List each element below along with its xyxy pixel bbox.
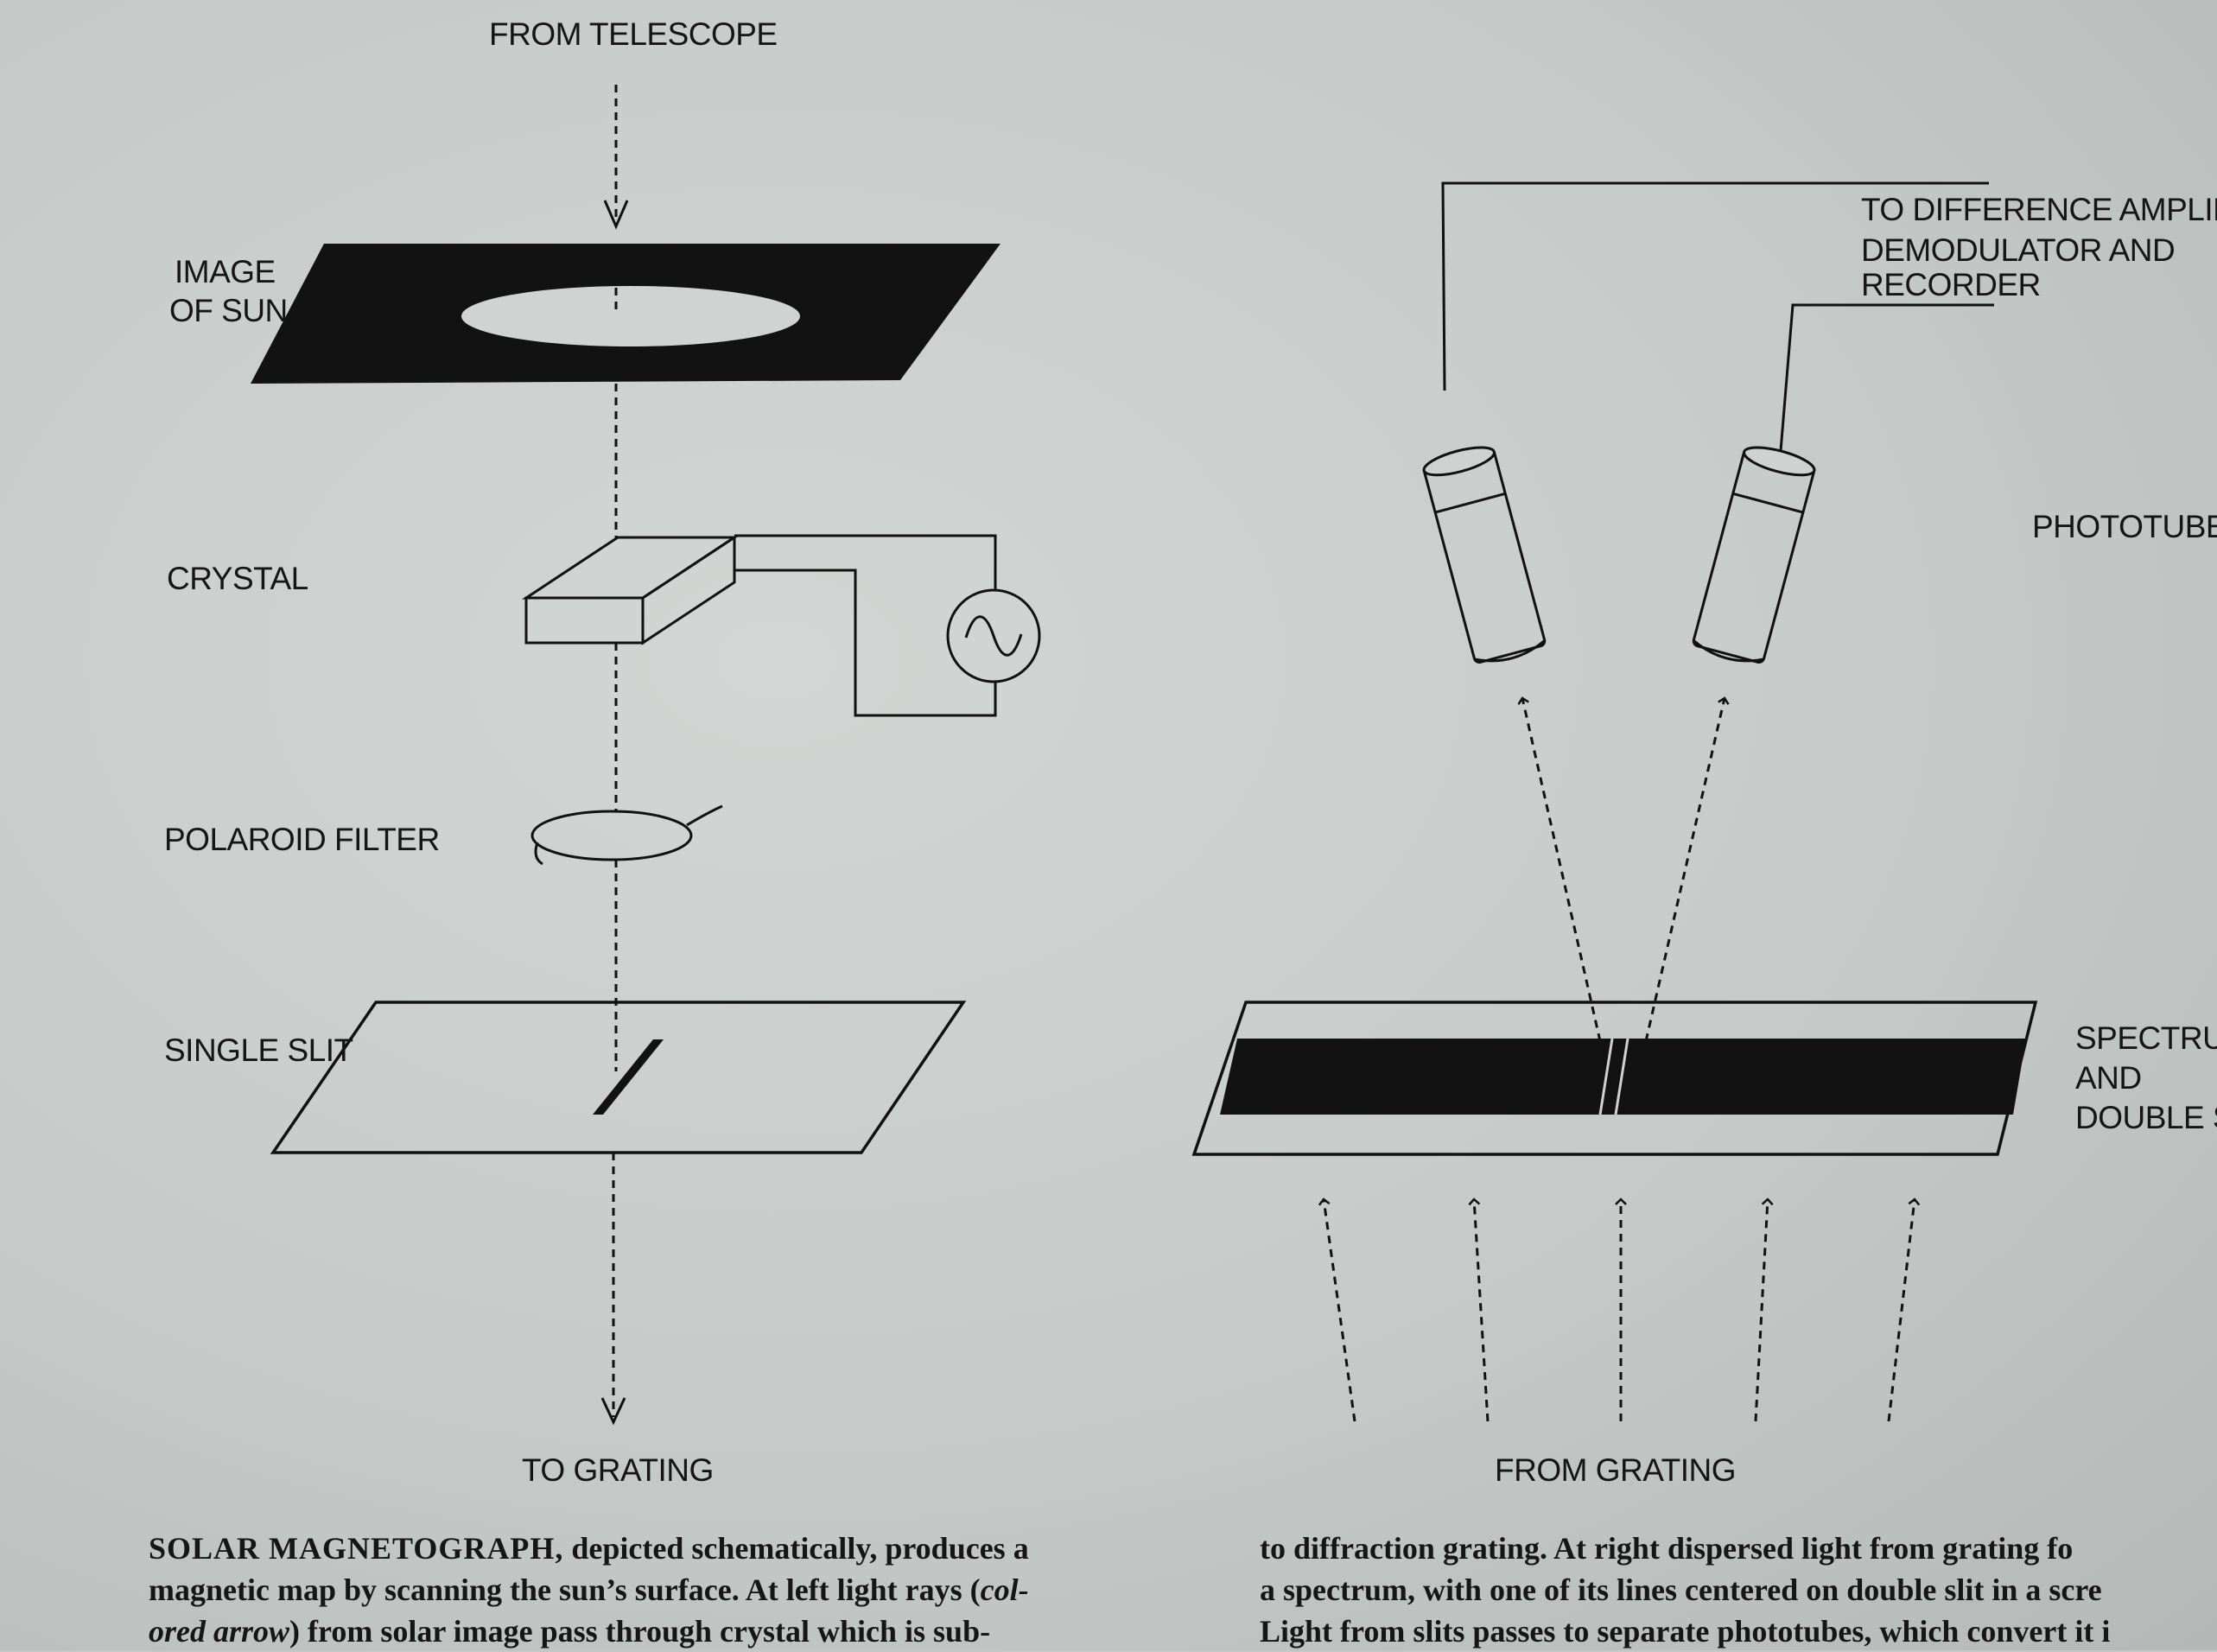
spectrum-plate: [1191, 1001, 2038, 1156]
label-image-of-sun-2: OF SUN: [169, 293, 288, 328]
label-from-telescope: FROM TELESCOPE: [489, 16, 778, 52]
label-phototubes: PHOTOTUBE: [2032, 509, 2217, 544]
label-to-difference-amplifier: TO DIFFERENCE AMPLIFIE: [1861, 192, 2217, 227]
sun-image-disk: [461, 286, 800, 346]
single-slit-opening: [593, 1039, 664, 1115]
arrow-head-down-bottom: [600, 1397, 626, 1426]
label-recorder: RECORDER: [1861, 267, 2041, 302]
phototube-left: [1422, 446, 1547, 664]
phototube-wires: [1441, 181, 1994, 462]
magnetograph-diagram: FROM TELESCOPE IMAGE OF SUN CRYSTAL POLA…: [164, 16, 2217, 1488]
phototube-right: [1692, 446, 1816, 664]
polaroid-filter-handle-right: [686, 804, 723, 827]
single-slit-plate: [270, 1001, 967, 1154]
caption-right-line2: a spectrum, with one of its lines center…: [1260, 1573, 2102, 1607]
polaroid-filter-handle-left: [534, 842, 543, 866]
caption-left: SOLAR MAGNETOGRAPH, depicted schematical…: [149, 1528, 1185, 1652]
label-polaroid-filter: POLAROID FILTER: [164, 822, 440, 857]
label-demodulator: DEMODULATOR AND: [1861, 232, 2175, 268]
crystal-circuit: [734, 534, 997, 717]
ray-to-left-tube: [1517, 696, 1602, 1042]
label-and: AND: [2075, 1060, 2142, 1096]
caption-right-line3: Light from slits passes to separate phot…: [1260, 1614, 2111, 1649]
double-slit: [1598, 1038, 1629, 1115]
caption-lead: SOLAR MAGNETOGRAPH,: [149, 1531, 564, 1566]
caption-left-line3-italic: ored arrow: [149, 1614, 290, 1649]
caption-left-line2: magnetic map by scanning the sun’s surfa…: [149, 1573, 981, 1607]
label-crystal: CRYSTAL: [167, 561, 308, 596]
caption-left-line3: ) from solar image pass through crystal …: [289, 1614, 991, 1649]
sine-wave-icon: [964, 615, 1023, 657]
polaroid-filter: [530, 810, 693, 861]
caption-left-line2-italic: col-: [980, 1573, 1029, 1607]
label-spectrum: SPECTRUM: [2075, 1020, 2217, 1056]
label-double-slit: DOUBLE S: [2075, 1100, 2217, 1135]
caption-right-line1: to diffraction grating. At right dispers…: [1260, 1531, 2074, 1566]
caption-left-line1: depicted schematically, produces a: [563, 1531, 1029, 1566]
crystal-box: [522, 535, 739, 645]
ray-to-right-tube: [1644, 696, 1730, 1042]
ac-source-icon: [946, 588, 1041, 683]
label-single-slit: SINGLE SLIT: [164, 1032, 353, 1068]
label-image-of-sun-1: IMAGE: [175, 254, 276, 289]
caption-right: to diffraction grating. At right dispers…: [1260, 1528, 2217, 1652]
rays-from-grating: [1318, 1198, 1921, 1422]
arrow-head-down-top: [603, 200, 629, 230]
label-from-grating: FROM GRATING: [1495, 1452, 1736, 1488]
label-to-grating: TO GRATING: [522, 1452, 714, 1488]
